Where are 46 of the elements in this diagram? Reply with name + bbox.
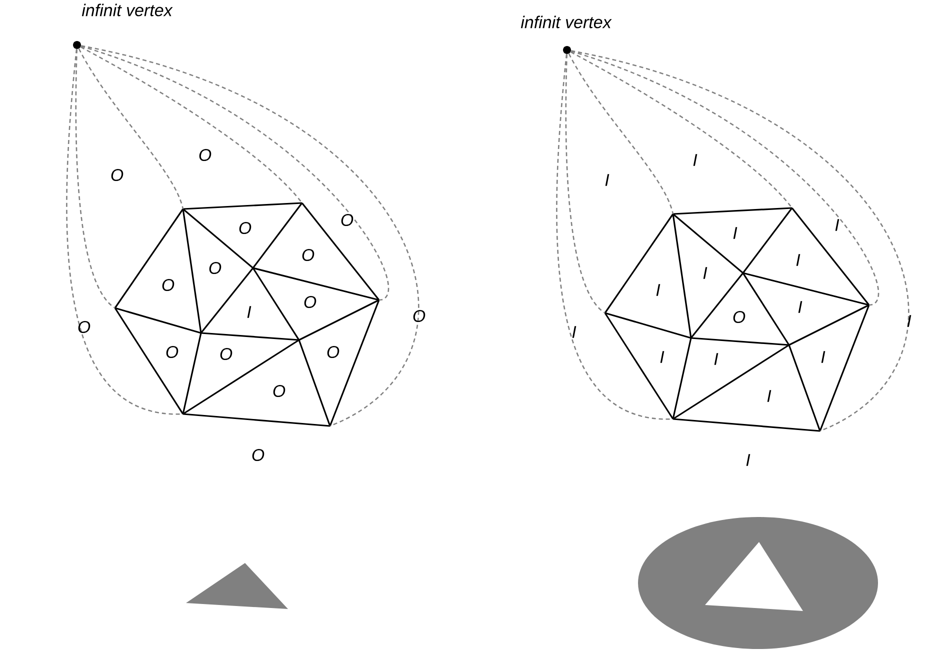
vertex-label: infinit vertex [520, 16, 612, 28]
region-label: O [304, 296, 316, 308]
region-label: O [252, 448, 264, 462]
region-label: O [78, 320, 90, 334]
region-label: I [835, 219, 840, 231]
dashed-curve [80, 45, 419, 427]
dashed-curve [570, 51, 793, 208]
region-label: I [703, 267, 708, 279]
region-label: O [111, 168, 124, 182]
region-label: I [821, 351, 826, 363]
vertex-label: infinit vertex [82, 4, 173, 16]
dashed-curve [568, 53, 674, 214]
region-label: O [239, 222, 252, 234]
region-label: I [796, 254, 800, 266]
region-label: I [907, 315, 912, 327]
region-label: O [413, 310, 426, 322]
region-label: I [572, 326, 576, 338]
region-label: O [199, 148, 212, 162]
region-label: I [798, 301, 802, 313]
region-label: I [693, 154, 698, 166]
region-label: O [273, 384, 286, 398]
region-label: I [660, 351, 664, 363]
region-label: I [247, 306, 252, 318]
dashed-curve [78, 48, 184, 210]
region-label: I [733, 227, 738, 239]
dashed-curve [80, 46, 302, 204]
dashed-curve [570, 50, 879, 306]
region-label: I [656, 284, 660, 296]
region-label: I [605, 174, 610, 186]
region-label: O [733, 310, 746, 324]
region-label: O [166, 346, 178, 358]
region-label: O [209, 262, 222, 274]
region-label: I [746, 454, 750, 466]
region-label: I [767, 390, 772, 402]
triangle-mesh-drawing [114, 202, 380, 427]
region-label: O [302, 248, 314, 262]
region-label: O [327, 346, 340, 358]
dashed-curve [565, 54, 606, 314]
region-label: I [714, 353, 718, 365]
region-label: O [162, 278, 174, 292]
dashed-curve [75, 49, 116, 308]
dashed-curve [80, 46, 389, 301]
triangle-mesh-drawing [604, 207, 870, 432]
region-label: O [341, 214, 354, 226]
region-label: O [220, 348, 232, 360]
dashed-curve [570, 50, 909, 432]
